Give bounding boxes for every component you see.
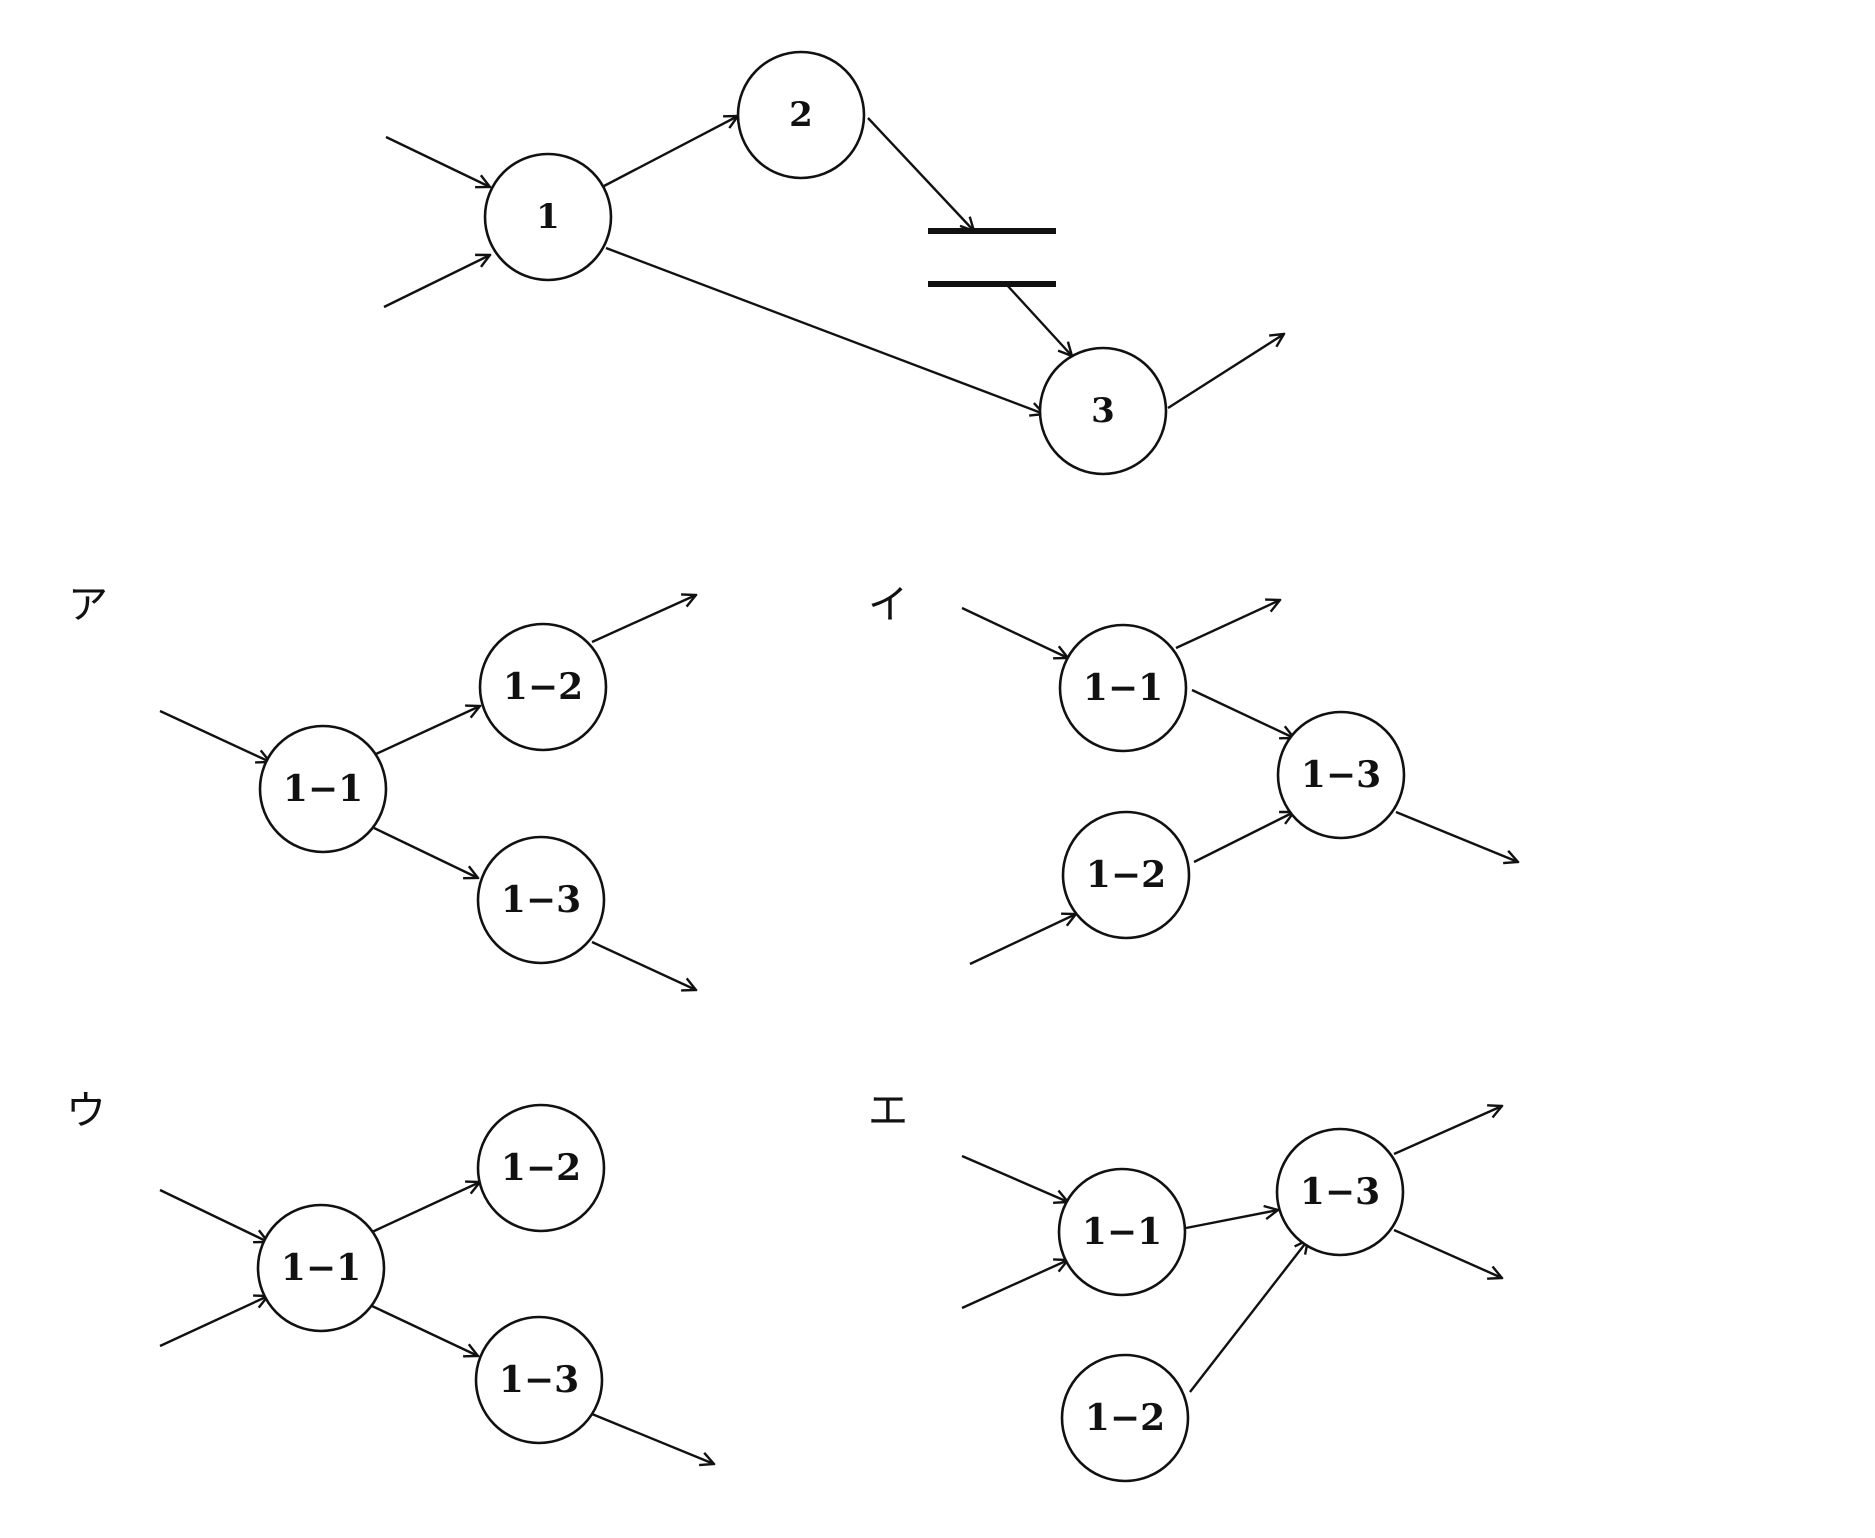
main-edge-1-3 — [605, 246, 1044, 414]
option-i-edge-in-12 — [969, 914, 1076, 966]
main-edge-in-1 — [385, 135, 490, 187]
main-edge-in-2 — [383, 255, 490, 309]
option-u-label: ウ — [66, 1088, 106, 1134]
option-i-node-1-1-label: 1−1 — [1083, 667, 1163, 709]
option-e-edge-11-13 — [1185, 1210, 1278, 1230]
main-edge-1-2 — [603, 116, 738, 188]
option-i-label: イ — [868, 582, 908, 628]
option-i-edge-in-11 — [961, 606, 1068, 658]
main-node-3: 3 — [1038, 346, 1168, 476]
option-u-edge-13-out — [591, 1412, 714, 1464]
main-edge-3-out — [1167, 334, 1284, 410]
option-u-node-1-3-label: 1−3 — [499, 1359, 579, 1401]
option-e-edge-in-1 — [961, 1154, 1068, 1202]
option-u-node-1-3: 1−3 — [474, 1315, 604, 1445]
option-i-node-1-2: 1−2 — [1061, 810, 1191, 940]
main-diagram: 1 2 3 — [383, 50, 1284, 476]
main-node-1: 1 — [483, 152, 613, 282]
option-a-node-1-2-label: 1−2 — [503, 666, 583, 708]
option-a-node-1-3: 1−3 — [476, 835, 606, 965]
option-i: イ 1−1 1−2 1−3 — [868, 582, 1518, 966]
main-node-3-label: 3 — [1091, 391, 1115, 431]
option-e-node-1-2-label: 1−2 — [1085, 1397, 1165, 1439]
option-e-node-1-3: 1−3 — [1275, 1127, 1405, 1257]
option-u-node-1-2: 1−2 — [476, 1103, 606, 1233]
main-node-2-label: 2 — [789, 95, 813, 135]
option-e: エ 1−1 1−2 1−3 — [868, 1088, 1502, 1483]
option-e-edge-13-out-1 — [1393, 1106, 1502, 1156]
option-u-edge-in-2 — [159, 1296, 268, 1348]
option-i-node-1-2-label: 1−2 — [1086, 854, 1166, 896]
option-i-node-1-1: 1−1 — [1058, 623, 1188, 753]
option-a-edge-11-13 — [373, 826, 478, 878]
option-a-node-1-2: 1−2 — [478, 622, 608, 752]
option-a-edge-in — [159, 709, 270, 762]
option-u: ウ 1−1 1−2 1−3 — [66, 1088, 714, 1464]
option-e-node-1-1-label: 1−1 — [1082, 1211, 1162, 1253]
option-i-edge-12-13 — [1193, 812, 1294, 864]
option-e-node-1-2: 1−2 — [1060, 1353, 1190, 1483]
option-i-node-1-3: 1−3 — [1276, 710, 1406, 840]
option-u-edge-11-12 — [371, 1182, 480, 1234]
option-a-node-1-1: 1−1 — [258, 724, 388, 854]
option-i-edge-11-13 — [1191, 688, 1294, 738]
option-a-edge-11-12 — [375, 706, 480, 756]
option-i-edge-13-out — [1395, 810, 1518, 862]
option-u-edge-in-1 — [159, 1188, 268, 1242]
option-i-edge-11-out — [1175, 600, 1280, 650]
option-a: ア 1−1 1−2 1−3 — [68, 582, 696, 990]
main-node-1-label: 1 — [536, 197, 560, 237]
option-u-node-1-1: 1−1 — [256, 1203, 386, 1333]
option-e-edge-in-2 — [961, 1260, 1068, 1310]
option-e-node-1-1: 1−1 — [1057, 1167, 1187, 1297]
option-a-edge-12-out — [591, 595, 696, 644]
option-a-node-1-3-label: 1−3 — [501, 879, 581, 921]
option-u-node-1-1-label: 1−1 — [281, 1247, 361, 1289]
main-edge-bar-3 — [1005, 283, 1072, 356]
option-i-node-1-3-label: 1−3 — [1301, 754, 1381, 796]
option-a-node-1-1-label: 1−1 — [283, 768, 363, 810]
option-u-edge-11-13 — [371, 1304, 478, 1356]
option-e-label: エ — [868, 1088, 908, 1134]
option-a-label: ア — [68, 582, 108, 628]
option-a-edge-13-out — [591, 940, 696, 990]
option-e-edge-13-out-2 — [1393, 1228, 1502, 1278]
option-e-node-1-3-label: 1−3 — [1300, 1171, 1380, 1213]
main-node-2: 2 — [736, 50, 866, 180]
main-edge-2-bar — [867, 117, 974, 231]
option-u-node-1-2-label: 1−2 — [501, 1147, 581, 1189]
option-e-edge-12-13 — [1189, 1240, 1308, 1393]
